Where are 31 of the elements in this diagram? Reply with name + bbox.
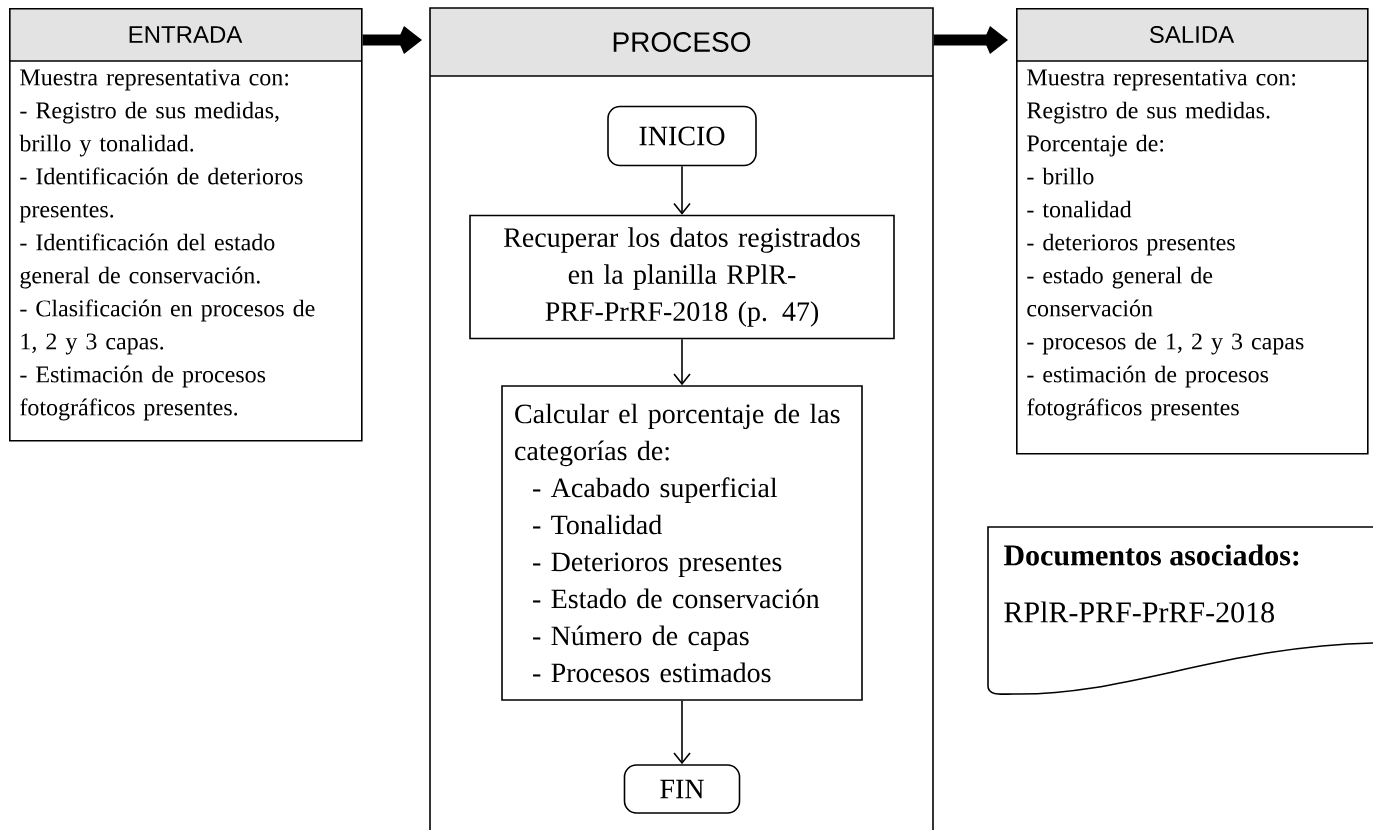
body-text: Registro de sus medidas. [1027,101,1270,124]
body-text: - Clasificación en procesos de 1, 2 y 3 capas. [20,299,315,355]
arrow [673,700,691,765]
document-text: RPlR-PRF-PrRF-2018 [1004,601,1274,623]
column-box [8,8,363,442]
process-box: Recuperar los datos registrados en la planilla RPlR-PRF-PrRF-2018 (p. 47) [469,214,895,340]
body-text: Muestra representativa con: [1027,69,1296,91]
document-text: Documentos asociados: [1003,544,1299,566]
process-box: Calcular el porcentaje de las categorías de: - Acabado superficial - Tonalidad - Deterioros presentes - Estado de conservación - Número de capas - Procesos estimados [501,385,863,701]
body-text: - estimación de procesos fotográficos presentes [1027,365,1269,421]
body-text: - Identificación del estado general de conservación. [20,233,275,289]
arrow [673,338,691,386]
body-text: - Estimación de procesos fotográficos presentes. [20,365,266,421]
terminal-box: FIN [623,764,741,814]
terminal-box: INICIO [607,105,757,167]
body-text: - tonalidad [1027,200,1132,218]
body-text: - estado general de conservación [1027,266,1213,317]
body-text: Muestra representativa con: [20,69,289,91]
column-box [429,7,934,830]
body-text: Porcentaje de: [1027,134,1164,157]
column-box [1015,8,1369,455]
body-text: - deterioros presentes [1027,233,1235,256]
body-text: - Registro de sus medidas, brillo y tonalidad. [19,101,279,157]
arrow [673,165,691,215]
body-text: - Identificación de deterioros presentes. [19,167,303,223]
document-shape [987,526,1373,695]
header-text: SALIDA [1149,26,1235,43]
header-text: PROCESO [613,32,751,52]
body-text: - brillo [1027,167,1094,185]
header-text: ENTRADA [129,26,243,43]
body-text: - procesos de 1, 2 y 3 capas [1027,332,1304,355]
